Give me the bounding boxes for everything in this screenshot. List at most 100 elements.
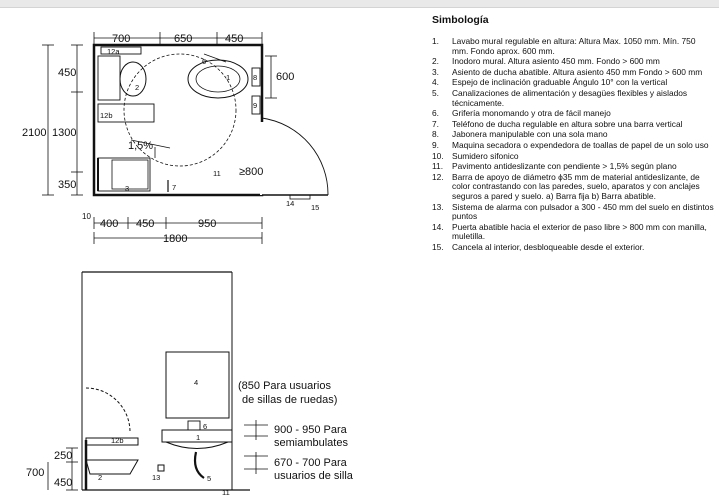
elev-dim-250: 250 — [54, 450, 72, 462]
floor-plan — [42, 32, 329, 244]
legend-item: 2. Inodoro mural. Altura asiento 450 mm. … — [432, 56, 714, 67]
legend-item-text: Cancela al interior, desbloqueable desde… — [452, 241, 645, 252]
dim-bottom-3: 950 — [198, 218, 216, 230]
legend-item-number: 10. — [432, 150, 444, 161]
legend-item: 10. Sumidero sifonico — [432, 150, 714, 162]
label-10: 10 — [82, 212, 91, 221]
soap-dish — [251, 67, 261, 87]
legend-item-number: 7. — [432, 118, 439, 129]
floor-plan-tags: 1 2 3 6 7 8 9 11 12a 12b 14 15 — [100, 47, 319, 212]
legend-item-number: 1. — [432, 36, 439, 46]
bar-swing — [85, 387, 131, 433]
toilet-bowl — [119, 61, 147, 97]
dim-left-1: 450 — [58, 67, 76, 79]
toilet-cistern — [97, 55, 121, 101]
tag-2: 2 — [135, 83, 139, 92]
elev-dim-700: 700 — [26, 467, 44, 479]
legend-item-number: 4. — [432, 77, 439, 88]
note-670-line2: usuarios de silla — [274, 470, 354, 482]
legend-item-text: Teléfono de ducha regulable en altura so… — [452, 118, 683, 129]
legend-item-text: Pavimento antideslizante con pendiente >… — [452, 161, 677, 172]
dim-bottom-2: 450 — [136, 218, 154, 230]
legend-item-text: Jabonera manipulable con una sola mano — [452, 129, 608, 140]
elev-tag-12b: 12b — [111, 436, 124, 445]
dim-left-2: 1300 — [52, 127, 76, 139]
toilet-elevation — [85, 459, 139, 475]
note-850-line2: de sillas de ruedas) — [242, 394, 337, 406]
legend-item-number: 8. — [432, 129, 439, 140]
legend-title: Simbología — [432, 14, 489, 26]
legend-item-number: 2. — [432, 56, 439, 67]
elev-tag-6: 6 — [203, 422, 207, 431]
legend-item: 6. Grifería monomando y otra de fácil man… — [432, 108, 714, 119]
dim-top-2: 650 — [174, 33, 192, 45]
legend-item: 9. Maquina secadora o expendedora de toal… — [432, 139, 714, 151]
legend-item: 14. Puerta abatible hacia el exterior de … — [432, 221, 714, 242]
top-bar — [0, 0, 719, 8]
tag-3: 3 — [125, 184, 129, 193]
tag-8: 8 — [253, 73, 257, 82]
tap — [187, 420, 201, 431]
elev-tag-1: 1 — [196, 433, 200, 442]
tag-9: 9 — [253, 101, 257, 110]
tag-15: 15 — [311, 203, 319, 212]
elev-tag-4: 4 — [194, 378, 198, 387]
tag-11: 11 — [213, 169, 221, 178]
legend-item-number: 14. — [432, 221, 444, 232]
legend-item-text: Grifería monomando y otra de fácil manej… — [452, 108, 611, 119]
legend-item: 3. Asiento de ducha abatible. Altura asie… — [432, 66, 714, 78]
legend-item: 4. Espejo de inclinación graduable Ángulo… — [432, 78, 714, 88]
door-width: ≥800 — [239, 166, 263, 178]
legend: Simbología 1. Lavabo mural regulable en a… — [432, 14, 714, 253]
legend-item-number: 11. — [432, 161, 444, 172]
tag-12b: 12b — [100, 111, 113, 120]
legend-item-number: 15. — [432, 241, 444, 252]
shower-area — [97, 157, 151, 192]
legend-item-number: 13. — [432, 201, 444, 212]
legend-item-text: Sumidero sifonico — [452, 150, 519, 161]
elevation-labels: (850 Para usuarios de sillas de ruedas) … — [26, 380, 354, 489]
turning-circle — [123, 53, 237, 167]
elev-tag-2: 2 — [98, 473, 102, 482]
legend-item-number: 9. — [432, 139, 439, 150]
legend-item: 7. Teléfono de ducha regulable en altura … — [432, 118, 714, 130]
dim-top-3: 450 — [225, 33, 243, 45]
elevation-tags: 1 2 4 5 6 11 12b 13 — [98, 378, 230, 497]
shower-seat — [111, 159, 149, 190]
legend-item-text: Canalizaciones de alimentación y desagüe… — [452, 87, 688, 108]
washbasin — [187, 59, 249, 99]
legend-item-text: Inodoro mural. Altura asiento 450 mm. Fo… — [452, 56, 660, 67]
note-900-line2: semiambulates — [274, 437, 348, 449]
elevation — [47, 271, 268, 491]
tag-7: 7 — [172, 183, 176, 192]
dim-top-1: 700 — [112, 33, 130, 45]
tag-12a: 12a — [107, 47, 120, 56]
dim-total-width: 1800 — [163, 233, 187, 245]
grab-bar-fixed — [100, 46, 142, 55]
legend-item-number: 6. — [432, 108, 439, 119]
tag-14: 14 — [286, 199, 294, 208]
legend-item-text: Espejo de inclinación graduable Ángulo 1… — [452, 77, 668, 88]
legend-item-text: Asiento de ducha abatible. Altura asient… — [452, 66, 703, 77]
legend-item-text: Lavabo mural regulable en altura: Altura… — [452, 36, 696, 56]
legend-item: 15. Cancela al interior, desbloqueable de… — [432, 241, 714, 253]
legend-item-text: Puerta abatible hacia el exterior de pas… — [452, 221, 707, 242]
grab-bar-folding — [97, 103, 155, 123]
door-swing — [261, 117, 329, 196]
alarm-button — [157, 464, 165, 472]
note-670-line1: 670 - 700 Para — [274, 457, 348, 469]
dim-left-3: 350 — [58, 179, 76, 191]
note-900-line1: 900 - 950 Para — [274, 424, 348, 436]
legend-item-text: Maquina secadora o expendedora de toalla… — [452, 139, 709, 150]
legend-list: 1. Lavabo mural regulable en altura: Altu… — [432, 36, 714, 253]
legend-item: 13.Sistema de alarma con pulsador a 300 … — [432, 201, 714, 222]
drawings: 700 650 450 450 1300 350 2100 600 400 45… — [22, 32, 354, 497]
dim-bottom-1: 400 — [100, 218, 118, 230]
elev-tag-13: 13 — [152, 473, 160, 482]
dim-right: 600 — [276, 71, 294, 83]
legend-item-number: 5. — [432, 87, 439, 98]
legend-item-number: 3. — [432, 66, 439, 77]
tag-6: 6 — [202, 57, 206, 66]
mirror — [165, 351, 230, 419]
legend-item-number: 12. — [432, 171, 444, 182]
